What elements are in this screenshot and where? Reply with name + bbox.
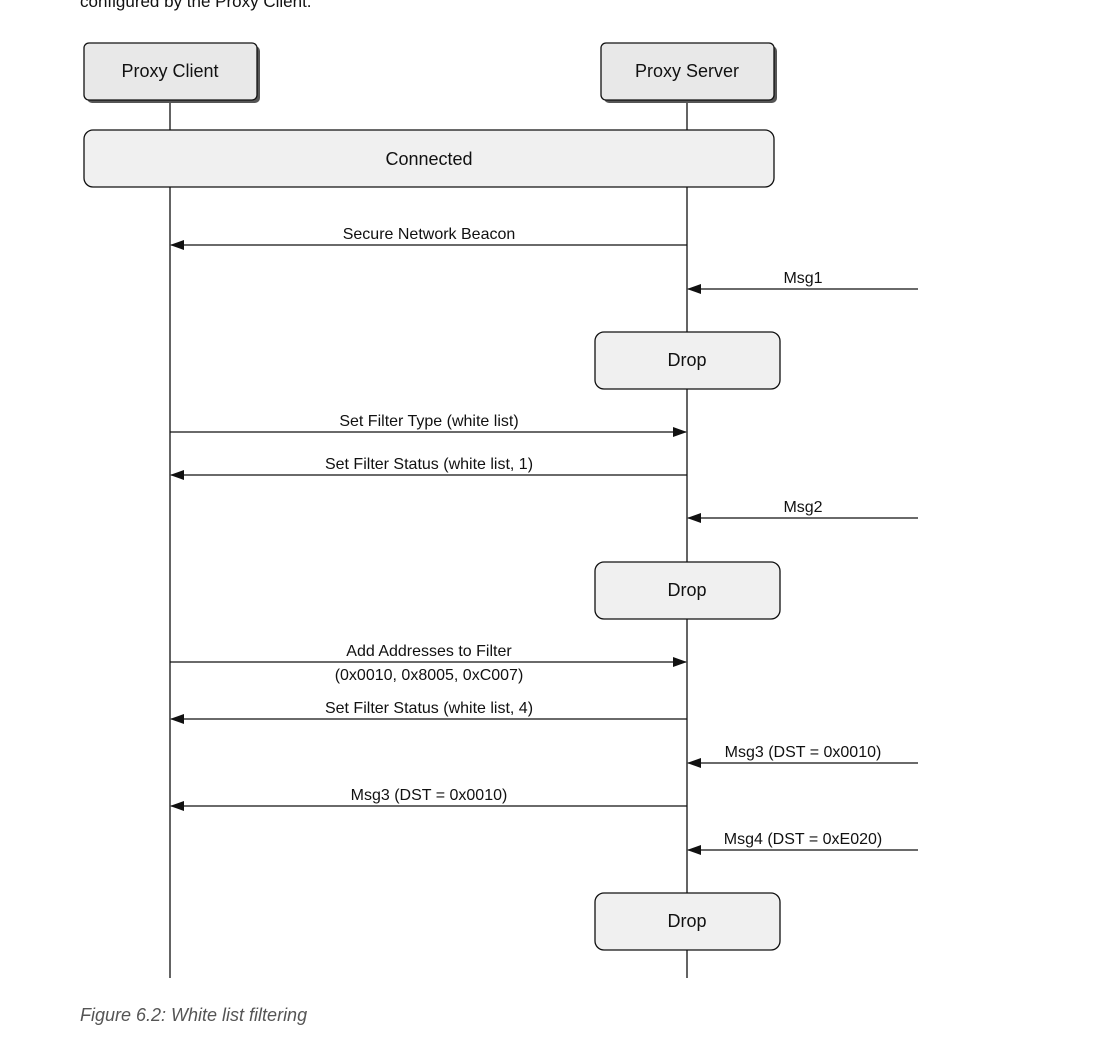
proxy-server-participant: Proxy Server (600, 42, 777, 103)
drop-label-2: Drop (667, 580, 706, 600)
label-msg3-out: Msg3 (DST = 0x0010) (351, 787, 508, 804)
label-msg3-in: Msg3 (DST = 0x0010) (725, 744, 882, 761)
label-set-filter-status-1: Set Filter Status (white list, 1) (325, 456, 533, 473)
figure-caption: Figure 6.2: White list filtering (80, 1005, 308, 1025)
connected-state: Connected (83, 129, 775, 188)
drop-label-1: Drop (667, 350, 706, 370)
label-msg2: Msg2 (783, 499, 822, 516)
label-set-filter-status-4: Set Filter Status (white list, 4) (325, 700, 533, 717)
connected-label: Connected (385, 149, 472, 169)
proxy-client-participant: Proxy Client (83, 42, 260, 103)
label-add-addresses-line2: (0x0010, 0x8005, 0xC007) (335, 667, 524, 684)
drop-state-3: Drop (594, 892, 781, 951)
intro-text: configured by the Proxy Client. (80, 0, 312, 11)
label-add-addresses-line1: Add Addresses to Filter (346, 643, 512, 660)
drop-state-1: Drop (594, 331, 781, 390)
sequence-diagram: Proxy Client Proxy Server Connected Secu… (83, 42, 918, 978)
proxy-server-label: Proxy Server (635, 61, 739, 81)
label-msg1: Msg1 (783, 270, 822, 287)
label-set-filter-type: Set Filter Type (white list) (339, 413, 518, 430)
drop-label-3: Drop (667, 911, 706, 931)
label-msg4-in: Msg4 (DST = 0xE020) (724, 831, 882, 848)
label-secure-network-beacon: Secure Network Beacon (343, 226, 516, 243)
drop-state-2: Drop (594, 561, 781, 620)
proxy-client-label: Proxy Client (121, 61, 218, 81)
